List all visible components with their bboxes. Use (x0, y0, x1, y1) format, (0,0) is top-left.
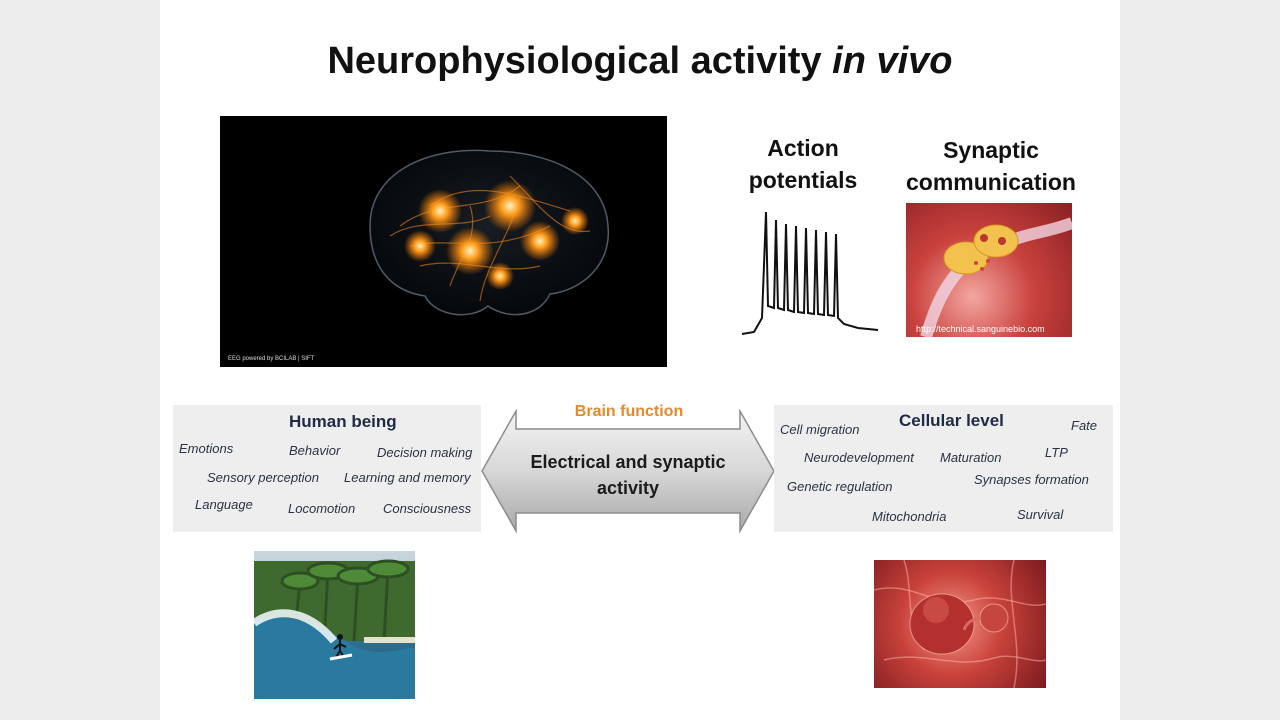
human-item: Consciousness (383, 501, 472, 516)
human-item: Sensory perception (207, 470, 320, 485)
title-italic: in vivo (832, 40, 953, 82)
action-potentials-label: Action potentials (748, 135, 858, 193)
cellular-item: Cell migration (780, 422, 860, 437)
title-main: Neurophysiological activity (327, 40, 822, 82)
cellular-item: Neurodevelopment (804, 450, 914, 465)
arrow-text: Electrical and synaptic activity (518, 449, 738, 501)
brain-illustration (369, 149, 609, 316)
synapse-image-caption: http://technical.sanguinebio.com (916, 324, 1045, 334)
cellular-item: Genetic regulation (787, 479, 893, 494)
human-being-panel: Human being Emotions Behavior Decision m… (173, 405, 481, 532)
human-being-heading: Human being (289, 412, 397, 431)
human-item: Emotions (179, 441, 234, 456)
action-potential-trace (741, 211, 879, 335)
cellular-item: Mitochondria (872, 509, 947, 524)
arrow-text-line2: activity (596, 478, 660, 498)
cellular-item: Maturation (940, 450, 1002, 465)
surfer-illustration (254, 559, 415, 699)
human-item: Language (195, 497, 253, 512)
slide-title: Neurophysiological activity in vivo (160, 40, 1120, 83)
embryo-illustration (874, 560, 1046, 688)
human-item: Behavior (289, 443, 341, 458)
cellular-level-heading: Cellular level (899, 411, 1004, 430)
embryo-photo (874, 560, 1046, 688)
brain-image: EEG powered by BCILAB | SIFT (220, 116, 667, 367)
cellular-level-panel: Cellular level Cell migration Fate Neuro… (774, 405, 1113, 532)
arrow-text-line1: Electrical and synaptic (530, 452, 726, 472)
human-item: Learning and memory (344, 470, 471, 485)
brain-function-label: Brain function (574, 403, 684, 420)
cellular-item: LTP (1045, 445, 1068, 460)
synapse-image: http://technical.sanguinebio.com (906, 203, 1072, 337)
human-item: Locomotion (288, 501, 356, 516)
cellular-item: Fate (1071, 418, 1098, 433)
cellular-item: Survival (1017, 507, 1064, 522)
cellular-item: Synapses formation (974, 472, 1089, 487)
brain-image-caption: EEG powered by BCILAB | SIFT (228, 356, 315, 362)
synaptic-label: Synaptic communication (906, 137, 1076, 195)
human-item: Decision making (377, 445, 473, 460)
slide: Neurophysiological activity in vivo (160, 0, 1120, 720)
surfer-photo (254, 551, 415, 699)
synapse-illustration (920, 217, 1072, 337)
